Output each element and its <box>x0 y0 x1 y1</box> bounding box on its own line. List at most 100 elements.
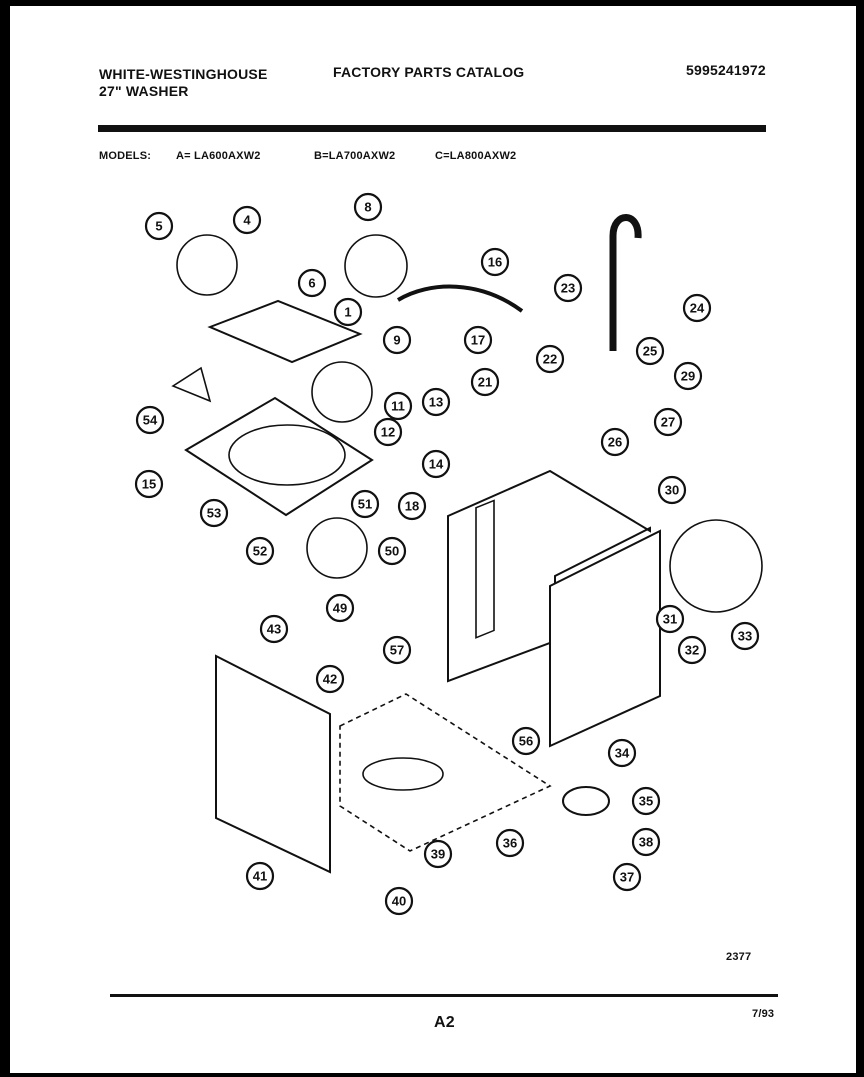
tub-opening <box>228 424 346 486</box>
svg-text:26: 26 <box>608 435 622 450</box>
callout-24: 24 <box>682 293 712 323</box>
callout-26: 26 <box>600 427 630 457</box>
drawing-number: 2377 <box>726 951 752 963</box>
svg-text:27: 27 <box>661 415 675 430</box>
svg-text:32: 32 <box>685 643 699 658</box>
callout-15: 15 <box>134 469 164 499</box>
svg-text:9: 9 <box>393 333 400 348</box>
callout-13: 13 <box>421 387 451 417</box>
svg-text:42: 42 <box>323 672 337 687</box>
brand-name: WHITE-WESTINGHOUSE <box>99 66 268 82</box>
callout-43: 43 <box>259 614 289 644</box>
svg-text:1: 1 <box>344 305 351 320</box>
svg-text:38: 38 <box>639 835 653 850</box>
callout-37: 37 <box>612 862 642 892</box>
svg-text:15: 15 <box>142 477 156 492</box>
callout-39: 39 <box>423 839 453 869</box>
callout-14: 14 <box>421 449 451 479</box>
ring-part <box>562 786 610 816</box>
callout-32: 32 <box>677 635 707 665</box>
pump-detail-circle <box>306 517 368 579</box>
callout-29: 29 <box>673 361 703 391</box>
svg-text:5: 5 <box>155 219 162 234</box>
product-name: 27" WASHER <box>99 83 189 99</box>
svg-text:23: 23 <box>561 281 575 296</box>
svg-text:56: 56 <box>519 734 533 749</box>
callout-31: 31 <box>655 604 685 634</box>
svg-text:39: 39 <box>431 847 445 862</box>
back-slot-1 <box>475 499 495 639</box>
svg-text:41: 41 <box>253 869 267 884</box>
callout-35: 35 <box>631 786 661 816</box>
switch-detail-circle <box>344 234 408 298</box>
svg-text:25: 25 <box>643 344 657 359</box>
svg-text:36: 36 <box>503 836 517 851</box>
svg-text:52: 52 <box>253 544 267 559</box>
svg-text:14: 14 <box>429 457 444 472</box>
callout-8: 8 <box>353 192 383 222</box>
revision-date: 7/93 <box>752 1008 775 1020</box>
svg-text:30: 30 <box>665 483 679 498</box>
svg-text:6: 6 <box>308 276 315 291</box>
callout-17: 17 <box>463 325 493 355</box>
callout-42: 42 <box>315 664 345 694</box>
svg-text:13: 13 <box>429 395 443 410</box>
svg-text:21: 21 <box>478 375 492 390</box>
callout-57: 57 <box>382 635 412 665</box>
svg-text:51: 51 <box>358 497 372 512</box>
callout-41: 41 <box>245 861 275 891</box>
callout-27: 27 <box>653 407 683 437</box>
model-c: C=LA800AXW2 <box>435 150 517 162</box>
hose-part <box>396 284 524 313</box>
svg-text:8: 8 <box>364 200 371 215</box>
front-panel-part <box>215 654 331 874</box>
lid-switch-detail-circle <box>311 361 373 423</box>
exploded-parts-diagram <box>171 214 763 874</box>
svg-text:34: 34 <box>615 746 630 761</box>
base-outline <box>339 693 552 852</box>
callout-11: 11 <box>383 391 413 421</box>
callout-33: 33 <box>730 621 760 651</box>
svg-text:43: 43 <box>267 622 281 637</box>
catalog-number: 5995241972 <box>686 62 766 78</box>
callout-21: 21 <box>470 367 500 397</box>
svg-text:40: 40 <box>392 894 406 909</box>
svg-text:4: 4 <box>243 213 251 228</box>
svg-text:16: 16 <box>488 255 502 270</box>
callout-12: 12 <box>373 417 403 447</box>
callout-56: 56 <box>511 726 541 756</box>
svg-text:54: 54 <box>143 413 158 428</box>
svg-text:12: 12 <box>381 425 395 440</box>
callout-52: 52 <box>245 536 275 566</box>
callout-36: 36 <box>495 828 525 858</box>
callout-25: 25 <box>635 336 665 366</box>
model-b: B=LA700AXW2 <box>314 150 396 162</box>
callout-34: 34 <box>607 738 637 768</box>
svg-text:50: 50 <box>385 544 399 559</box>
top-panel-part <box>184 396 374 517</box>
svg-text:35: 35 <box>639 794 653 809</box>
callout-18: 18 <box>397 491 427 521</box>
callout-1: 1 <box>333 297 363 327</box>
svg-text:37: 37 <box>620 870 634 885</box>
catalog-title: FACTORY PARTS CATALOG <box>333 64 525 80</box>
model-a: A= LA600AXW2 <box>176 150 261 162</box>
svg-text:49: 49 <box>333 601 347 616</box>
svg-text:18: 18 <box>405 499 419 514</box>
callout-22: 22 <box>535 344 565 374</box>
svg-text:24: 24 <box>690 301 705 316</box>
callout-54: 54 <box>135 405 165 435</box>
base-hub <box>362 757 444 791</box>
hinge-bracket-part <box>171 366 212 403</box>
callout-6: 6 <box>297 268 327 298</box>
callout-23: 23 <box>553 273 583 303</box>
svg-text:31: 31 <box>663 612 677 627</box>
callout-16: 16 <box>480 247 510 277</box>
callout-5: 5 <box>144 211 174 241</box>
footer-rule <box>110 994 778 997</box>
cabinet-side-part <box>549 529 661 748</box>
svg-text:57: 57 <box>390 643 404 658</box>
svg-text:17: 17 <box>471 333 485 348</box>
svg-text:53: 53 <box>207 506 221 521</box>
models-label: MODELS: <box>99 150 152 162</box>
